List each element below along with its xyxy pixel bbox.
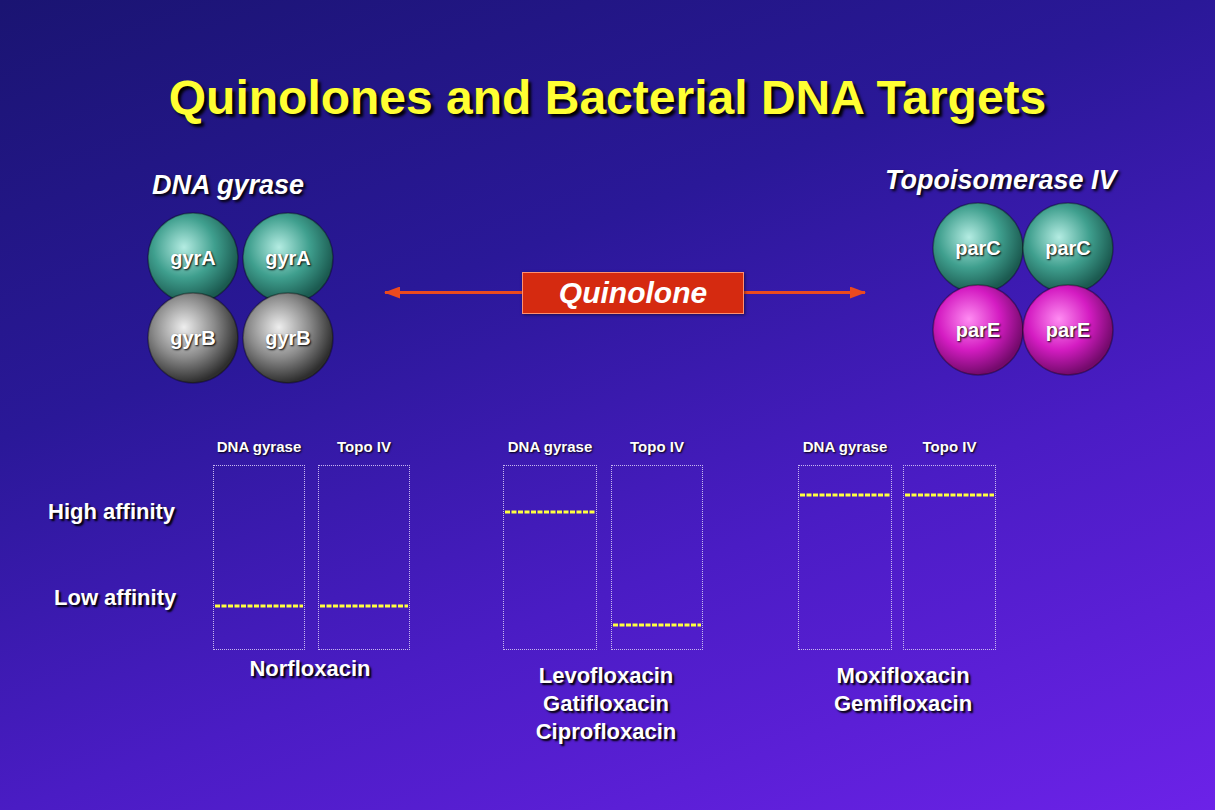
enzyme-group: DNA gyrase gyrAgyrAgyrBgyrB	[145, 170, 385, 385]
subunit-label: parE	[1021, 283, 1115, 377]
subunit-circle: gyrB	[146, 291, 240, 385]
affinity-label: High affinity	[48, 499, 175, 525]
subunit-label: parC	[1021, 201, 1115, 295]
subunit-label: gyrB	[146, 291, 240, 385]
slide-title: Quinolones and Bacterial DNA Targets	[0, 70, 1215, 125]
column-header: Topo IV	[591, 438, 723, 455]
affinity-column: DNA gyrase	[213, 438, 305, 650]
affinity-level-lines	[215, 495, 994, 625]
affinity-column: DNA gyrase	[503, 438, 597, 650]
column-header: DNA gyrase	[778, 438, 912, 455]
target-arrow	[385, 291, 522, 294]
drug-name: Ciprofloxacin	[536, 719, 677, 745]
subunit-circle: parC	[1021, 201, 1115, 295]
column-header: DNA gyrase	[193, 438, 325, 455]
affinity-line	[215, 605, 303, 608]
subunit-label: gyrA	[241, 211, 335, 305]
drug-name: Levofloxacin	[539, 663, 673, 689]
subunit-circle: parE	[931, 283, 1025, 377]
enzyme-group: Topoisomerase IV parCparCparEparE	[865, 165, 1180, 380]
affinity-line	[613, 624, 701, 627]
subunit-circle: parE	[1021, 283, 1115, 377]
column-outline	[318, 465, 410, 650]
drug-name: Norfloxacin	[249, 656, 370, 682]
drug-class-box: Quinolone	[522, 272, 744, 314]
subunit-label: gyrB	[241, 291, 335, 385]
column-outline	[611, 465, 703, 650]
enzyme-name: DNA gyrase	[152, 170, 304, 201]
target-arrow	[744, 291, 865, 294]
affinity-column: Topo IV	[318, 438, 410, 650]
drug-name: Gatifloxacin	[543, 691, 669, 717]
subunit-circle: gyrB	[241, 291, 335, 385]
subunit-label: parC	[931, 201, 1025, 295]
drug-class-label: Quinolone	[559, 276, 707, 310]
affinity-column: Topo IV	[611, 438, 703, 650]
column-header: Topo IV	[883, 438, 1016, 455]
drug-name: Gemifloxacin	[834, 691, 972, 717]
column-header: Topo IV	[298, 438, 430, 455]
drug-name: Moxifloxacin	[836, 663, 969, 689]
subunit-label: gyrA	[146, 211, 240, 305]
column-header: DNA gyrase	[483, 438, 617, 455]
affinity-line	[800, 494, 890, 497]
affinity-line	[505, 511, 595, 514]
subunit-label: parE	[931, 283, 1025, 377]
affinity-column: Topo IV	[903, 438, 996, 650]
affinity-line	[320, 605, 408, 608]
affinity-column: DNA gyrase	[798, 438, 892, 650]
enzyme-name: Topoisomerase IV	[885, 165, 1117, 196]
subunit-circle: gyrA	[146, 211, 240, 305]
column-outline	[503, 465, 597, 650]
affinity-label: Low affinity	[54, 585, 176, 611]
column-outline	[903, 465, 996, 650]
subunit-circle: gyrA	[241, 211, 335, 305]
column-outline	[213, 465, 305, 650]
column-outline	[798, 465, 892, 650]
subunit-circle: parC	[931, 201, 1025, 295]
affinity-line	[905, 494, 994, 497]
